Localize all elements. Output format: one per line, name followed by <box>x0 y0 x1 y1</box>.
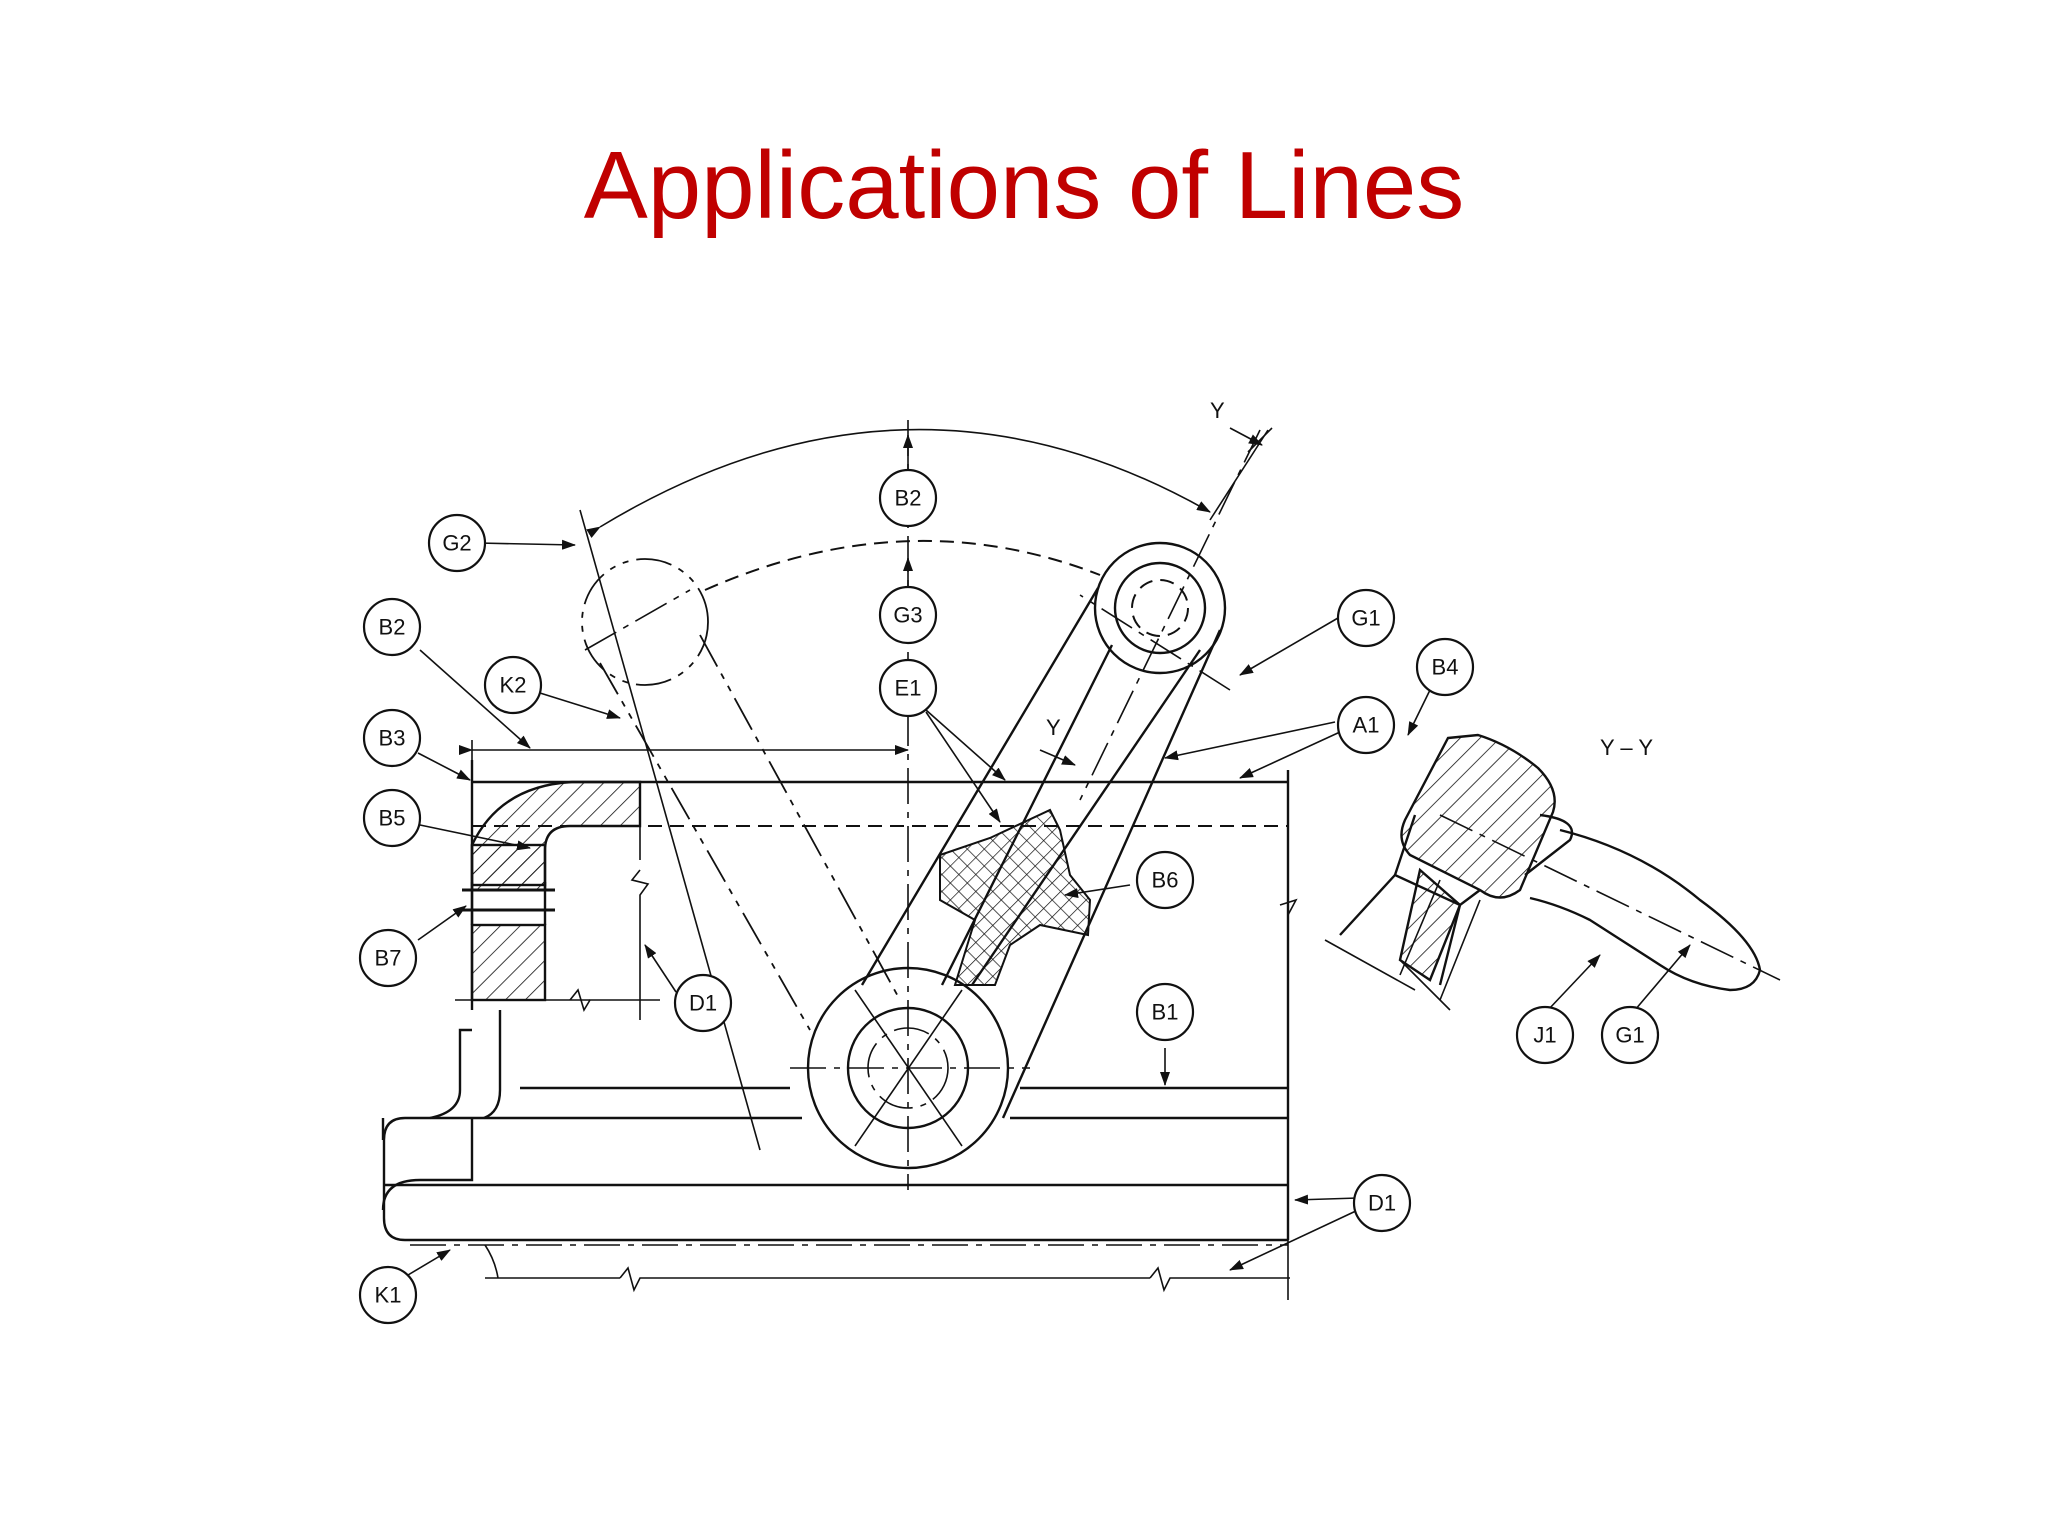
callout-g1-top: G1 <box>1336 588 1396 648</box>
callout-e1: E1 <box>878 658 938 718</box>
callout-b2-top-label: B2 <box>895 486 922 511</box>
section-label: Y – Y <box>1600 735 1653 760</box>
angle-dimension <box>586 427 1273 539</box>
callout-b3: B3 <box>362 708 422 768</box>
callout-b5: B5 <box>362 788 422 848</box>
callout-b5-label: B5 <box>379 806 406 831</box>
callout-g2-label: G2 <box>442 531 471 556</box>
callout-d1-mid-label: D1 <box>689 991 717 1016</box>
callouts: B2 G2 G3 E1 G1 B4 <box>358 468 1660 1325</box>
callout-d1-right: D1 <box>1352 1173 1412 1233</box>
callout-j1: J1 <box>1515 1005 1575 1065</box>
callout-g3: G3 <box>878 585 938 645</box>
callout-d1-right-label: D1 <box>1368 1191 1396 1216</box>
lever-arm <box>790 420 1261 1190</box>
callout-b6: B6 <box>1135 850 1195 910</box>
leaders <box>407 427 1691 1276</box>
callout-b7: B7 <box>358 928 418 988</box>
section-yy-detail <box>1324 733 1781 1011</box>
callout-b4: B4 <box>1415 637 1475 697</box>
slide-title: Applications of Lines <box>583 132 1465 239</box>
cut-plane-letter-mid: Y <box>1046 715 1061 740</box>
callout-b1: B1 <box>1135 982 1195 1042</box>
callout-g2: G2 <box>427 513 487 573</box>
callout-d1-mid: D1 <box>673 973 733 1033</box>
callout-k2: K2 <box>483 655 543 715</box>
callout-k1: K1 <box>358 1265 418 1325</box>
callout-j1-label: J1 <box>1533 1023 1556 1048</box>
linear-dimension <box>459 740 909 790</box>
callout-a1-label: A1 <box>1353 713 1380 738</box>
callout-k1-label: K1 <box>375 1283 402 1308</box>
callout-b4-label: B4 <box>1432 655 1459 680</box>
callout-g3-label: G3 <box>893 603 922 628</box>
callout-a1: A1 <box>1336 695 1396 755</box>
callout-g1-top-label: G1 <box>1351 606 1380 631</box>
callout-b1-label: B1 <box>1152 1000 1179 1025</box>
callout-k2-label: K2 <box>500 673 527 698</box>
notes: Y Y Y – Y <box>1046 398 1653 760</box>
cut-plane-letter-top: Y <box>1210 398 1225 423</box>
callout-b2-left-label: B2 <box>379 615 406 640</box>
callout-b7-label: B7 <box>375 946 402 971</box>
bottom-dimension <box>484 1244 1290 1293</box>
callout-g1-right: G1 <box>1600 1005 1660 1065</box>
callout-b2-left: B2 <box>362 597 422 657</box>
callout-e1-label: E1 <box>895 676 922 701</box>
phantom-arm <box>579 509 1101 1151</box>
callout-b6-label: B6 <box>1152 868 1179 893</box>
left-hatched-section <box>462 780 650 1020</box>
callout-b3-label: B3 <box>379 726 406 751</box>
callout-g1-right-label: G1 <box>1615 1023 1644 1048</box>
callout-b2-top: B2 <box>878 468 938 528</box>
